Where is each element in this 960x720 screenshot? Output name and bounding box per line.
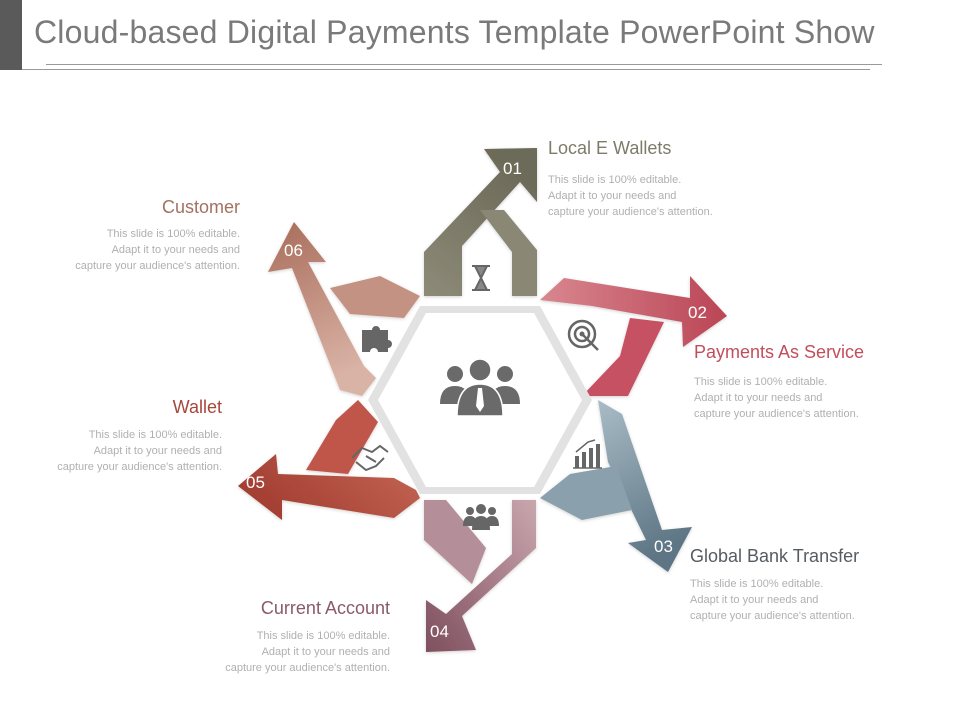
- step-03-description: This slide is 100% editable. Adapt it to…: [690, 578, 855, 622]
- title-underline: [22, 64, 882, 70]
- arrow-step-04: 04: [424, 500, 536, 652]
- group-icon: [463, 504, 499, 530]
- handshake-icon: [351, 444, 389, 472]
- target-icon: [567, 319, 599, 351]
- step-04-label: Current Account: [260, 598, 390, 618]
- step-number: 03: [654, 537, 673, 556]
- arrow-step-03: 03: [540, 400, 692, 572]
- arrow-step-02: 02: [540, 276, 727, 396]
- step-03-label: Global Bank Transfer: [690, 546, 860, 566]
- puzzle-icon: [362, 326, 392, 352]
- step-number: 06: [284, 241, 303, 260]
- bar-chart-icon: [573, 439, 602, 469]
- step-04-description: This slide is 100% editable. Adapt it to…: [225, 630, 390, 674]
- step-05-description: This slide is 100% editable. Adapt it to…: [57, 429, 222, 473]
- arrow-step-05: 05: [238, 400, 420, 520]
- step-01-label: Local E Wallets: [548, 138, 672, 158]
- arrow-step-01: 01: [424, 148, 537, 296]
- step-number: 04: [430, 622, 449, 641]
- step-number: 02: [688, 303, 707, 322]
- team-icon: [440, 358, 520, 417]
- step-number: 01: [503, 159, 522, 178]
- step-06-label: Customer: [161, 197, 240, 217]
- hourglass-icon: [472, 265, 490, 291]
- step-02-description: This slide is 100% editable. Adapt it to…: [694, 376, 859, 420]
- step-06-description: This slide is 100% editable. Adapt it to…: [75, 228, 240, 272]
- step-02-label: Payments As Service: [694, 342, 865, 362]
- step-number: 05: [246, 473, 265, 492]
- step-05-label: Wallet: [172, 397, 222, 417]
- title-accent-bar: [0, 0, 22, 70]
- step-01-description: This slide is 100% editable. Adapt it to…: [548, 174, 713, 218]
- page-title: Cloud-based Digital Payments Template Po…: [34, 14, 875, 50]
- arrow-step-06: 06: [268, 222, 420, 396]
